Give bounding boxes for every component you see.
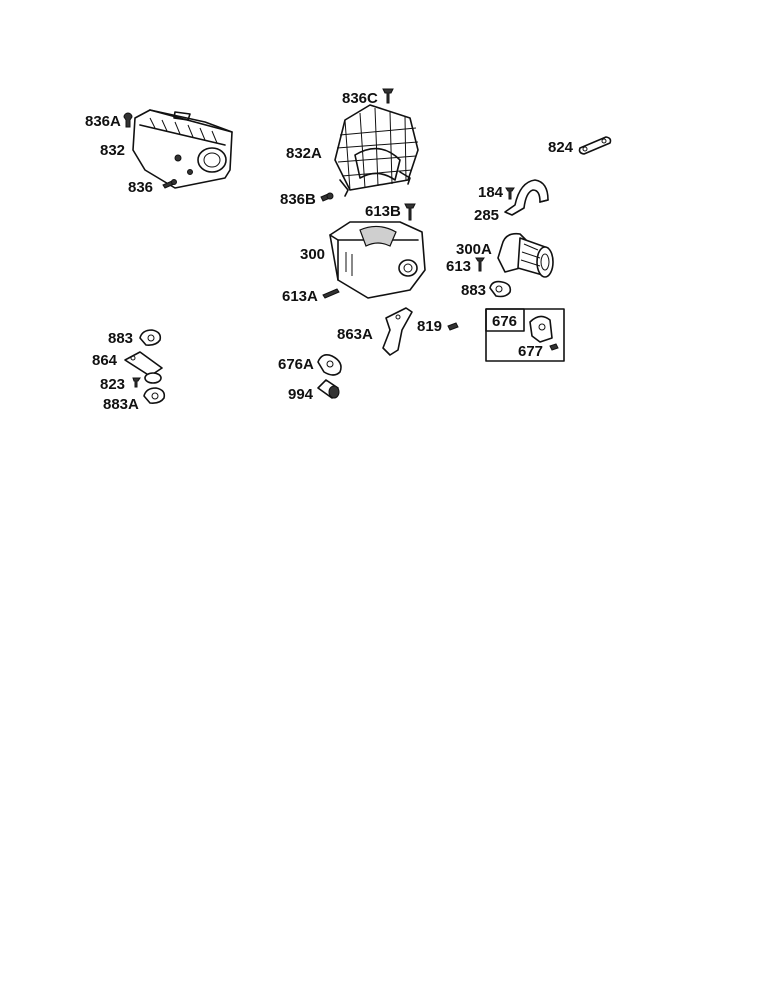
- part-label-864: 864: [92, 352, 118, 369]
- part-label-836A: 836A: [85, 113, 121, 130]
- part-label-836B: 836B: [280, 191, 316, 208]
- deflector-kit-box: [485, 308, 565, 362]
- gasket-icon: [317, 354, 342, 376]
- elbow-pipe-icon: [497, 232, 554, 278]
- screw-icon: [382, 88, 394, 104]
- elbow-pipe-icon: [124, 351, 163, 384]
- part-label-184: 184: [478, 184, 504, 201]
- part-label-285: 285: [474, 207, 499, 224]
- part-label-836: 836: [128, 179, 153, 196]
- part-label-883-right: 883: [461, 282, 486, 299]
- part-label-883A: 883A: [103, 396, 139, 413]
- part-label-832: 832: [100, 142, 125, 159]
- part-label-676A: 676A: [278, 356, 314, 373]
- screw-icon: [162, 179, 177, 189]
- part-label-863A: 863A: [337, 326, 373, 343]
- part-label-676: 676: [492, 313, 517, 330]
- screw-icon: [447, 322, 459, 331]
- part-label-613A: 613A: [282, 288, 318, 305]
- part-label-824: 824: [548, 139, 574, 156]
- screw-icon: [123, 112, 133, 128]
- part-label-613: 613: [446, 258, 471, 275]
- screw-icon: [404, 203, 416, 221]
- clamp-icon: [504, 179, 549, 216]
- gasket-icon: [578, 136, 612, 155]
- gasket-icon: [143, 387, 166, 404]
- gasket-icon: [489, 280, 512, 298]
- screw-icon: [322, 288, 340, 299]
- part-label-832A: 832A: [286, 145, 322, 162]
- muffler-shield-icon: [132, 109, 233, 189]
- part-label-613B: 613B: [365, 203, 401, 220]
- screw-icon: [320, 192, 334, 202]
- gasket-icon: [139, 329, 162, 346]
- muffler-guard-icon: [334, 104, 419, 197]
- deflector-icon: [529, 315, 553, 343]
- part-label-883-left: 883: [108, 330, 133, 347]
- spark-arrester-icon: [317, 379, 340, 399]
- screw-icon: [549, 343, 559, 351]
- part-label-994: 994: [288, 386, 314, 403]
- bracket-icon: [382, 307, 413, 356]
- part-label-677: 677: [518, 343, 543, 360]
- screw-icon: [475, 257, 485, 272]
- part-label-300: 300: [300, 246, 325, 263]
- screw-icon: [505, 187, 515, 200]
- part-label-823: 823: [100, 376, 125, 393]
- part-label-836C: 836C: [342, 90, 378, 107]
- muffler-icon: [329, 221, 426, 299]
- part-label-300A: 300A: [456, 241, 492, 258]
- screw-icon: [132, 377, 141, 388]
- part-label-819: 819: [417, 318, 442, 335]
